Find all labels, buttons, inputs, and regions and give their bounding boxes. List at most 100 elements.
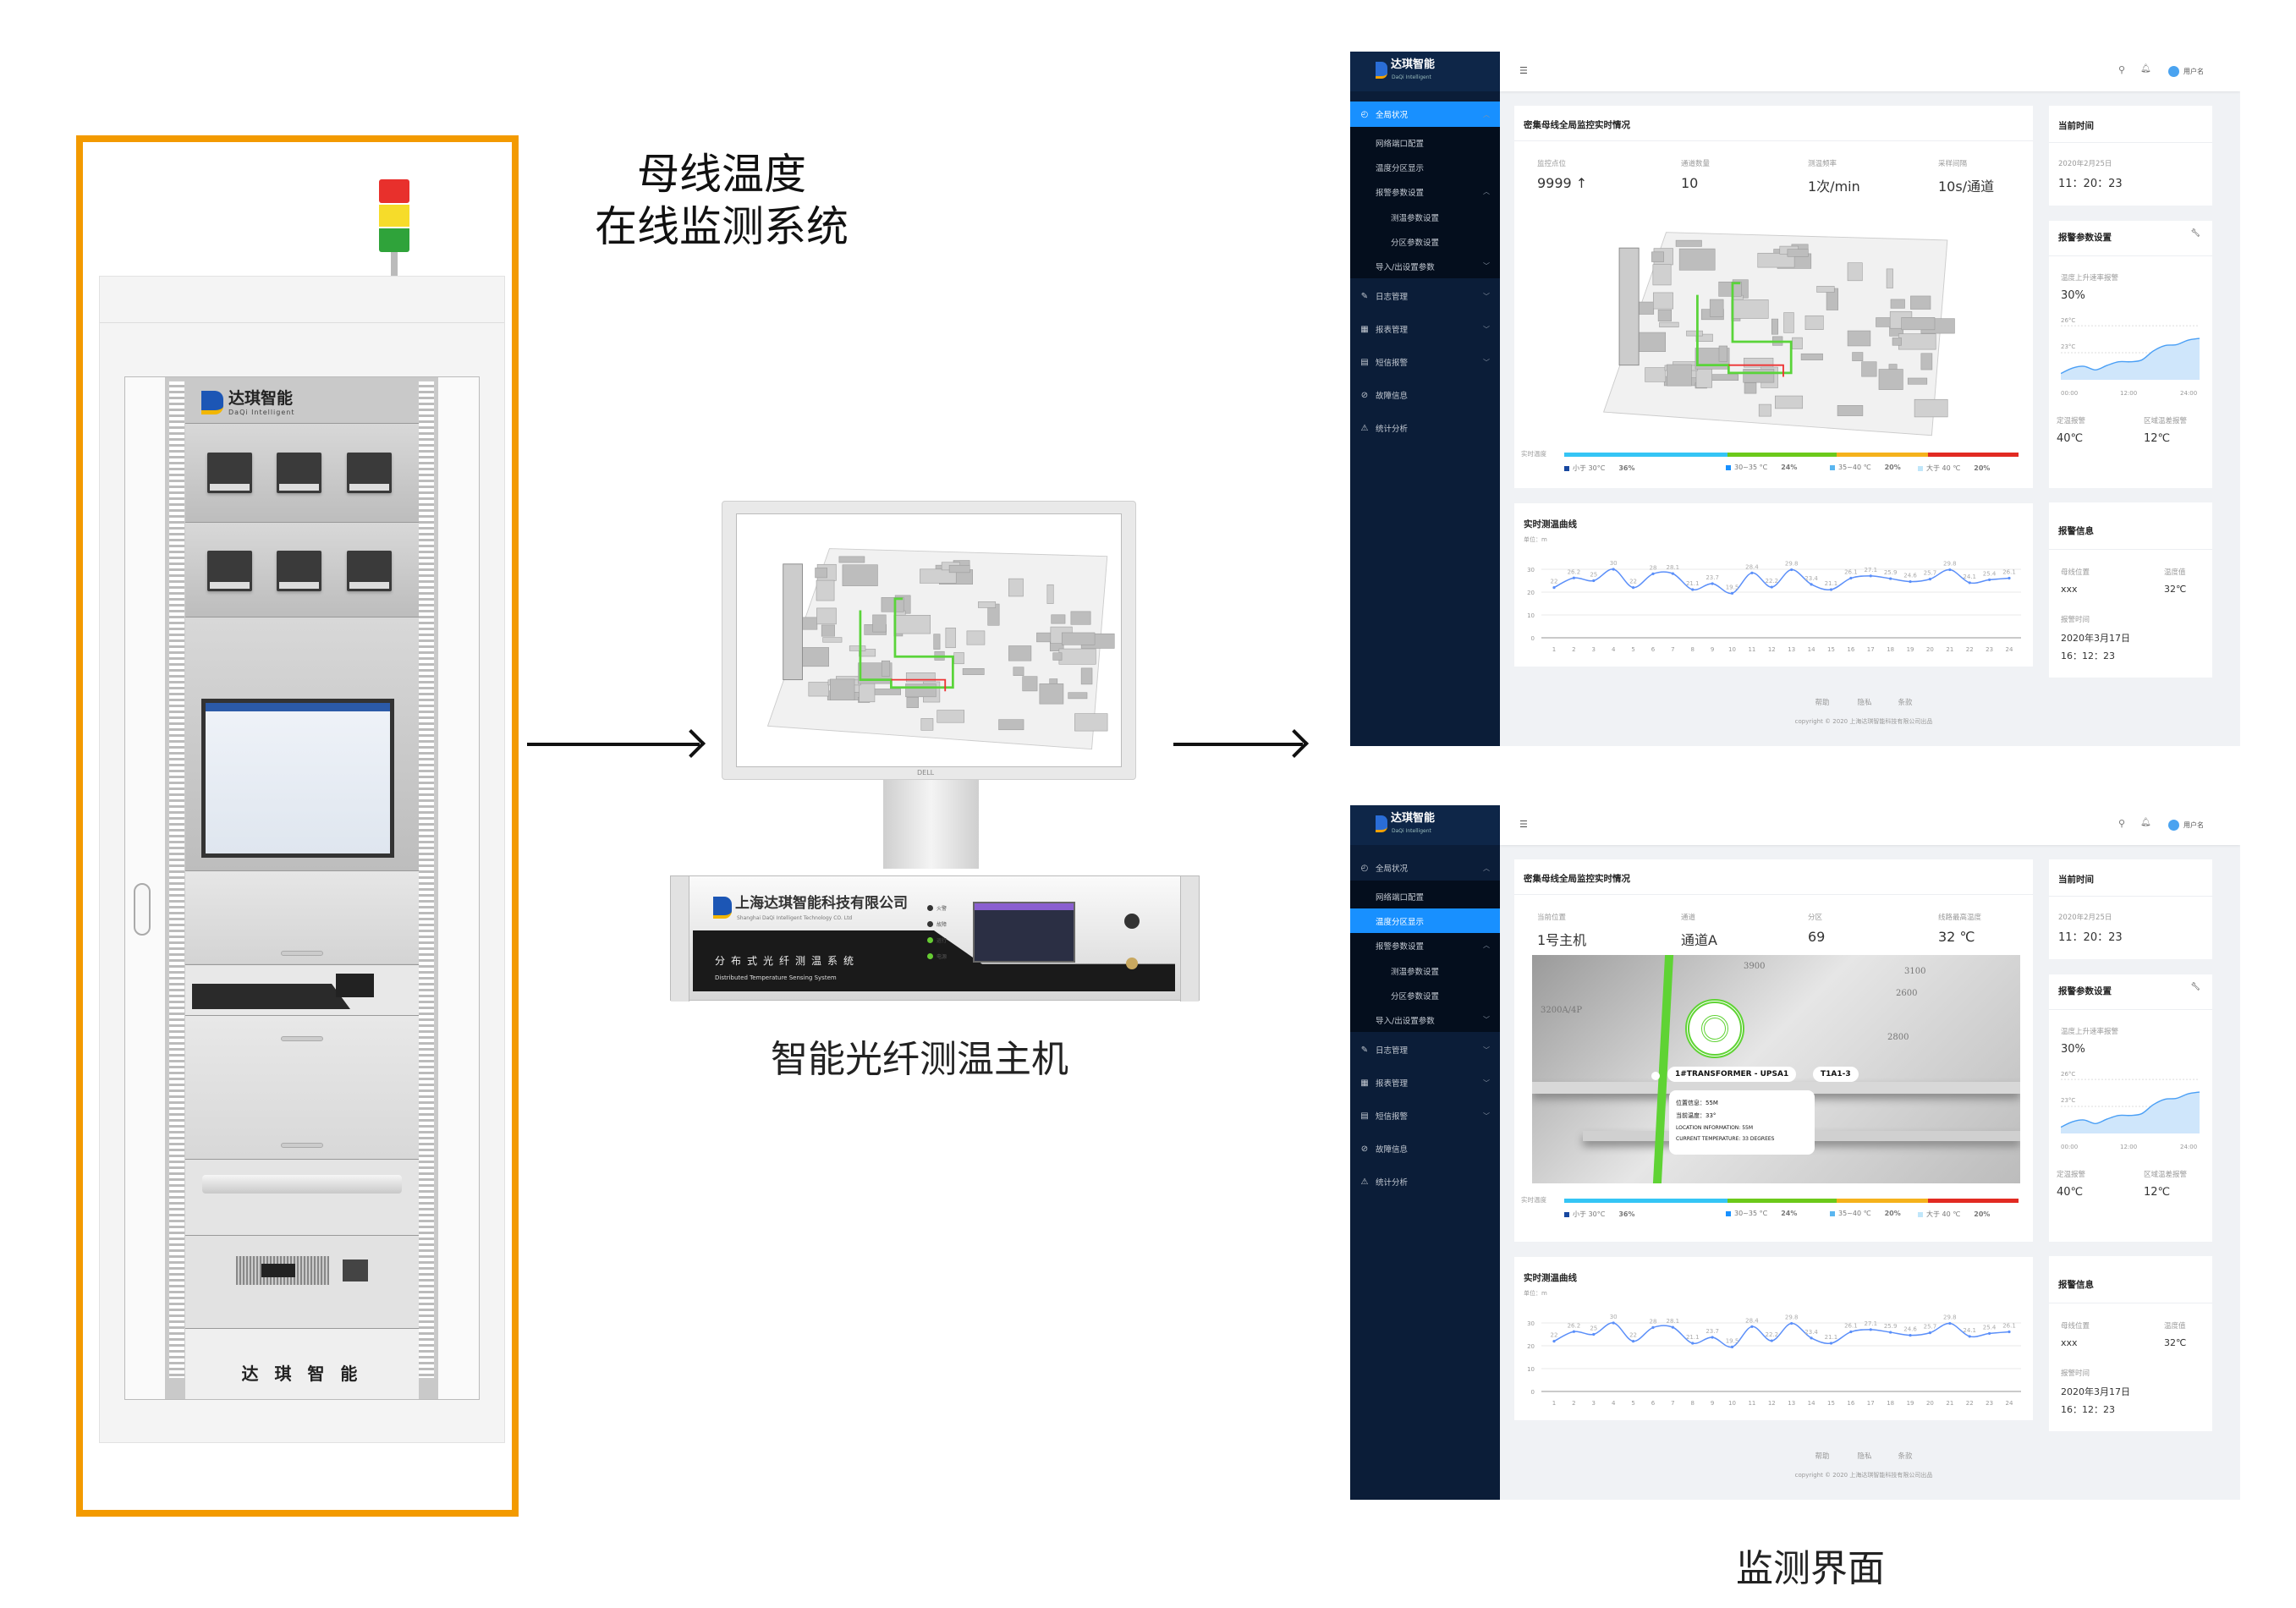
x-tick-label: 24 xyxy=(2006,646,2013,653)
mini-chart-y-label: 26°C xyxy=(2061,317,2076,324)
sidebar-item[interactable]: 网络端口配置 xyxy=(1350,884,1500,908)
transformer-tag[interactable]: 1#TRANSFORMER - UPSA1 xyxy=(1667,1067,1797,1082)
area-fill xyxy=(2061,1092,2200,1133)
sidebar-item[interactable]: 分区参数设置 xyxy=(1350,229,1500,254)
bell-icon[interactable]: 🔔︎ xyxy=(2140,818,2151,827)
sidebar-item-label: 报警参数设置 xyxy=(1376,188,1425,198)
footer-link[interactable]: 隐私 xyxy=(1857,699,1872,707)
current-date: 2020年2月25日 xyxy=(2058,160,2112,168)
data-label: 24.6 xyxy=(1903,1326,1917,1333)
busbar-position-label: 母线位置 xyxy=(2061,568,2090,577)
sidebar-item[interactable]: 温度分区显示 xyxy=(1350,908,1500,933)
x-tick-label: 7 xyxy=(1671,1400,1674,1407)
data-label: 28 xyxy=(1649,564,1656,571)
alarm-time-label: 报警时间 xyxy=(2061,616,2090,624)
logo-text: 达琪智能 xyxy=(1391,58,1436,71)
data-point xyxy=(1612,568,1615,571)
search-icon[interactable]: ⚲ xyxy=(2118,64,2126,75)
x-tick-label: 20 xyxy=(1926,1400,1934,1407)
sidebar-item[interactable]: ⚠统计分析 xyxy=(1350,1166,1500,1198)
avatar[interactable] xyxy=(2168,820,2179,831)
footer-link[interactable]: 帮助 xyxy=(1815,1452,1830,1461)
legend-percent: 20% xyxy=(1974,1210,1991,1218)
user-name[interactable]: 用户名 xyxy=(2183,68,2204,75)
data-point xyxy=(1909,1333,1912,1337)
bell-icon[interactable]: 🔔︎ xyxy=(2140,64,2151,74)
data-point xyxy=(1592,1332,1596,1336)
sidebar-item[interactable]: 导入/出设置参数﹀ xyxy=(1350,1007,1500,1032)
x-tick-label: 18 xyxy=(1887,646,1894,653)
sidebar-item[interactable]: 测温参数设置 xyxy=(1350,205,1500,229)
vent-strip-left xyxy=(168,381,185,1379)
sidebar-item[interactable]: ▤短信报警﹀ xyxy=(1350,346,1500,378)
x-tick-label: 6 xyxy=(1651,646,1656,653)
temp-legend-item: 小于 30°C 36% xyxy=(1564,1210,1634,1219)
data-label: 26.1 xyxy=(1844,1323,1858,1330)
host-system-en: Distributed Temperature Sensing System xyxy=(715,974,837,981)
data-label: 24.6 xyxy=(1903,573,1917,579)
legend-percent: 36% xyxy=(1618,1210,1635,1218)
data-label: 19.5 xyxy=(1726,584,1739,590)
sidebar-item[interactable]: ◴全局状况︿ xyxy=(1350,102,1500,127)
data-point xyxy=(1869,1328,1872,1331)
x-tick-label: 9 xyxy=(1711,646,1714,653)
data-point xyxy=(1909,579,1912,584)
sidebar-item[interactable]: 导入/出设置参数﹀ xyxy=(1350,254,1500,278)
sidebar-item[interactable]: ▤短信报警﹀ xyxy=(1350,1100,1500,1132)
legend-percent: 20% xyxy=(1884,1210,1901,1217)
legend-label: 30~35 °C xyxy=(1734,464,1768,471)
sidebar-item-label: 温度分区显示 xyxy=(1376,163,1425,173)
wrench-icon[interactable]: 🔧︎ xyxy=(2190,229,2200,238)
sidebar-item[interactable]: ✎日志管理﹀ xyxy=(1350,1034,1500,1066)
sidebar-item[interactable]: ✎日志管理﹀ xyxy=(1350,280,1500,312)
reset-knob[interactable] xyxy=(1124,914,1140,929)
sidebar-item[interactable]: 报警参数设置︿ xyxy=(1350,933,1500,958)
busbar-position-value: xxx xyxy=(2061,1337,2078,1348)
avatar[interactable] xyxy=(2168,66,2179,77)
sidebar-item[interactable]: 网络端口配置 xyxy=(1350,130,1500,155)
sidebar: 达琪智能 DaQi Intelligent ◴全局状况︿ 网络端口配置温度分区显示… xyxy=(1350,52,1500,746)
chevron-up-icon: ︿ xyxy=(1483,864,1490,872)
temp-bar-segment xyxy=(1727,1199,1837,1203)
segment-tag[interactable]: T1A1-3 xyxy=(1813,1067,1859,1082)
user-name[interactable]: 用户名 xyxy=(2183,821,2204,829)
stat-label: 分区 xyxy=(1808,914,1823,922)
sidebar-item[interactable]: ⊘故障信息 xyxy=(1350,1133,1500,1165)
data-label: 25.4 xyxy=(1983,570,1997,577)
sidebar-item[interactable]: 分区参数设置 xyxy=(1350,983,1500,1007)
sidebar-item[interactable]: ⊘故障信息 xyxy=(1350,379,1500,411)
sidebar-item[interactable]: ⚠统计分析 xyxy=(1350,412,1500,444)
led-label: 电源 xyxy=(937,954,948,960)
rate-area-chart xyxy=(2061,325,2200,380)
sidebar-item[interactable]: 报警参数设置︿ xyxy=(1350,179,1500,204)
sidebar-item[interactable]: ◴全局状况︿ xyxy=(1350,855,1500,881)
search-icon[interactable]: ⚲ xyxy=(2118,818,2126,829)
legend-percent: 20% xyxy=(1884,464,1901,471)
current-time: 11：20：23 xyxy=(2058,931,2123,944)
footer-link[interactable]: 帮助 xyxy=(1815,699,1830,707)
door-handle[interactable] xyxy=(134,883,151,936)
logo-subtext: DaQi Intelligent xyxy=(1392,74,1431,80)
temperature-meter xyxy=(207,551,252,591)
menu-toggle-icon[interactable]: ☰ xyxy=(1519,819,1528,830)
mini-chart-y-label: 23°C xyxy=(2061,1097,2076,1104)
floorplan-view[interactable] xyxy=(1562,209,1974,443)
chevron-up-icon: ︿ xyxy=(1483,941,1490,949)
footer-link[interactable]: 隐私 xyxy=(1857,1452,1872,1461)
data-point xyxy=(1750,571,1754,574)
sidebar-item[interactable]: 温度分区显示 xyxy=(1350,155,1500,179)
footer-link[interactable]: 条款 xyxy=(1898,1452,1913,1461)
data-label: 21.1 xyxy=(1825,580,1838,587)
footer-link[interactable]: 条款 xyxy=(1898,699,1913,707)
fiber-connector[interactable] xyxy=(1126,958,1138,969)
sidebar-item[interactable]: ▦报表管理﹀ xyxy=(1350,1067,1500,1099)
temperature-distribution-bar xyxy=(1564,453,2019,457)
series-line xyxy=(1553,568,2010,595)
sidebar-item[interactable]: ▦报表管理﹀ xyxy=(1350,313,1500,345)
monitor: DELL xyxy=(722,501,1136,780)
wrench-icon[interactable]: 🔧︎ xyxy=(2190,983,2200,991)
warning-icon: ⚠ xyxy=(1360,423,1369,433)
sidebar-item[interactable]: 测温参数设置 xyxy=(1350,958,1500,983)
menu-toggle-icon[interactable]: ☰ xyxy=(1519,65,1528,76)
